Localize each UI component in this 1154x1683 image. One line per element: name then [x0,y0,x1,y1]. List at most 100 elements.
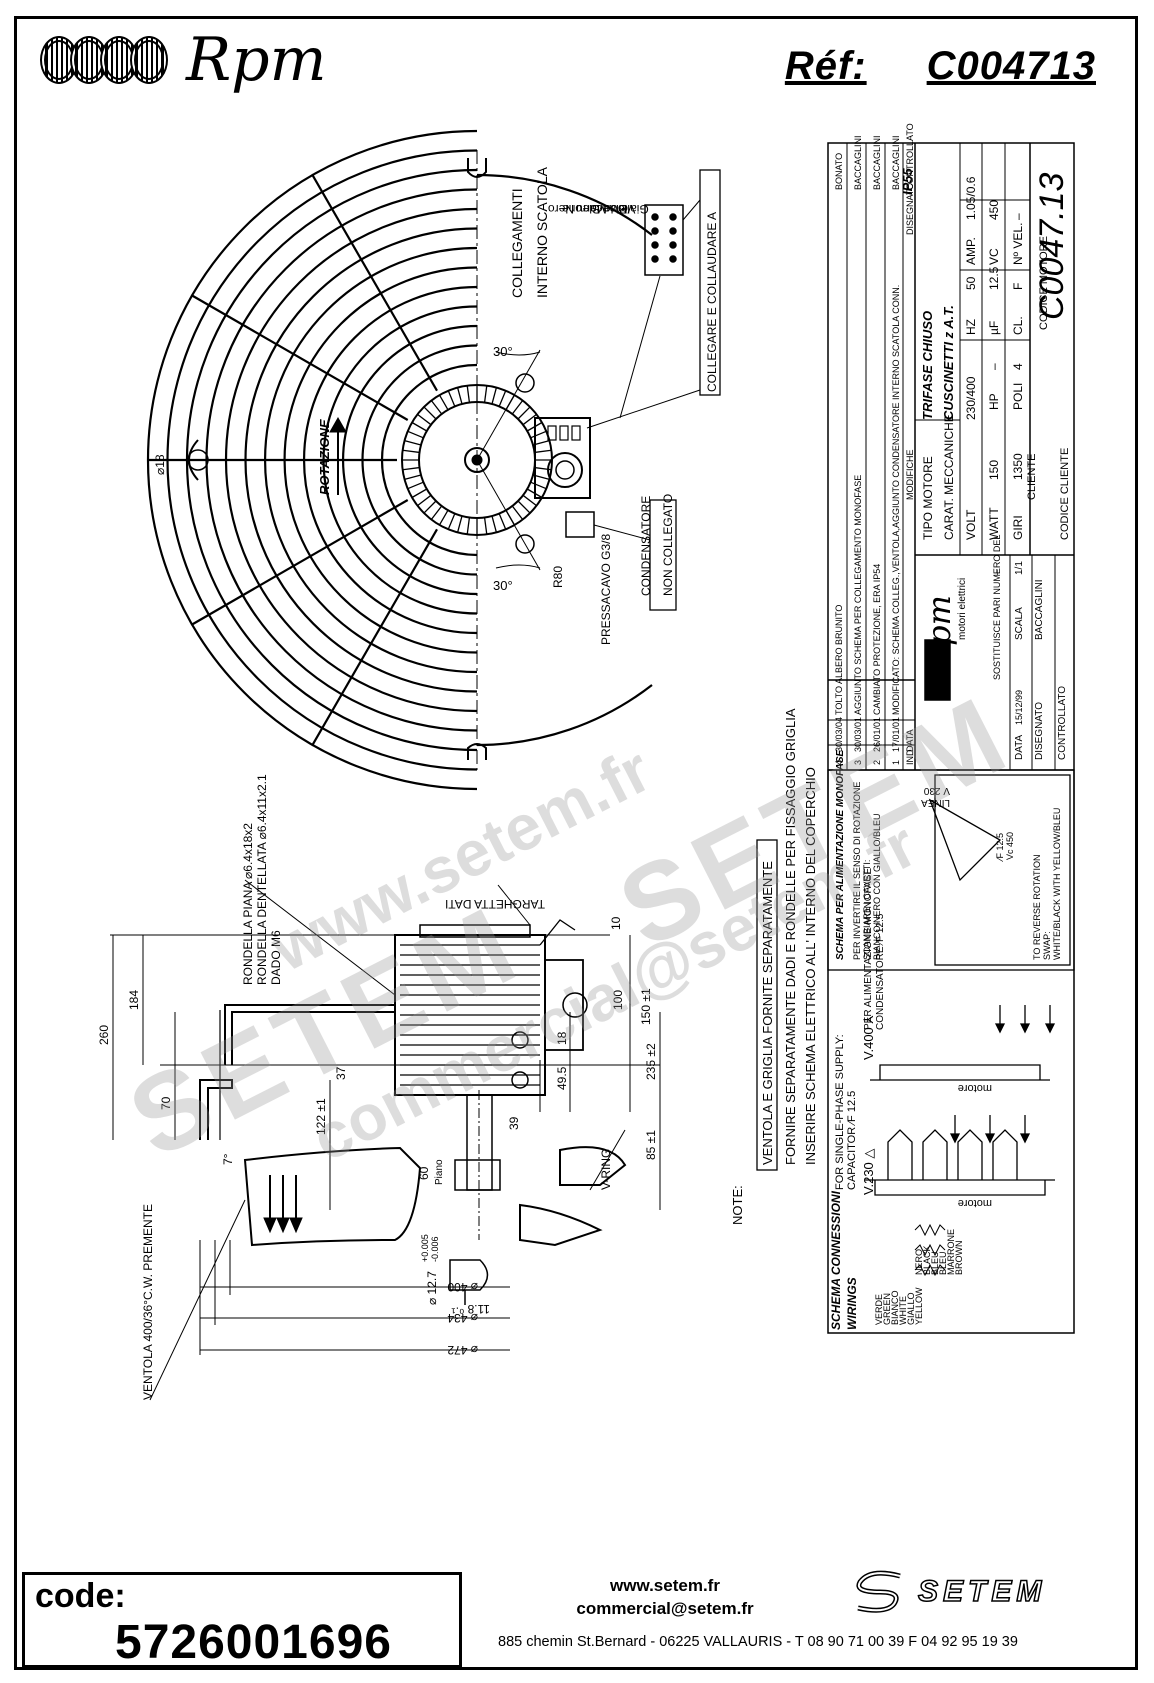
legend-en: BLEU [938,1251,948,1275]
rev-text: TOLTO ALBERO BRUNITO [834,605,844,715]
rpm-logo: Rpm [40,30,326,90]
rev-text: CAMBIATO PROTEZIONE, ERA IP54 [872,564,882,715]
legend-it: BIANCO [890,1290,900,1325]
spec-volt-label: VOLT [964,509,978,540]
spec-vc: 450 [987,200,1001,220]
rev-ind: 2 [872,760,882,765]
carat: CUSCINETTI z A.T. [941,305,956,420]
code-label: code: [35,1577,126,1615]
spec-watt: 150 [987,460,1001,480]
angle-top: 30° [493,344,513,359]
spec-hz-label: HZ [964,319,978,335]
legend-it: GIALLO [906,1292,916,1325]
wiring-title: SCHEMA CONNESSIONI [829,1190,843,1330]
dim-150: 150 ±1 [639,988,653,1025]
spec-hp: – [987,363,1001,370]
legend-en: YELLOW [914,1287,924,1325]
cap-vc: Vc 450 [1005,832,1015,860]
invert-1: PER INVERTIRE IL SENSO DI ROTAZIONE [852,782,862,960]
rondella-dentellata-label: RONDELLA DENTELLATA ⌀6.4x11x2.1 [255,774,269,985]
note-line1: VENTOLA E GRIGLIA FORNITE SEPARATAMENTE [760,861,775,1165]
hole-dia: ⌀18 [153,454,167,475]
ref-label: Réf: [784,44,867,88]
ventola-label: VENTOLA 400/36°C.W. PREMENTE [141,1204,155,1400]
spec-giri: 1350 [1011,453,1025,480]
legend-it: NERO [914,1249,924,1275]
fan-side-labels: TARGHETTA DATI RONDELLA PIANA ⌀6.4x18x2 … [97,774,658,1400]
collegamenti-subtitle: INTERNO SCATOLA [534,166,550,298]
legend-en: BROWN [954,1241,964,1276]
collegamenti-title: COLLEGAMENTI [509,188,525,298]
scala-label: SCALA [1014,607,1025,640]
notes: NOTE: VENTOLA E GRIGLIA FORNITE SEPARATA… [730,708,818,1225]
coil-icon [40,36,168,84]
footer-email[interactable]: commercial@setem.fr [576,1599,754,1618]
rev-by: BACCAGLINI [891,135,901,190]
spec-poli: 4 [1011,363,1025,370]
rotazione-label: ROTAZIONE [317,419,332,495]
linea-v: V 230 [923,785,950,796]
rev-text: MODIFICATO: SCHEMA COLLEG.,VENTOLA,AGGIU… [891,285,901,715]
note-line3: INSERIRE SCHEMA ELETTRICO ALL' INTERNO D… [803,767,818,1165]
rev-header-modifiche: MODIFICHE [905,450,915,501]
legend-it: BLEU [930,1251,940,1275]
spec-hz: 50 [964,276,978,290]
scala-value: 1/1 [1014,561,1025,575]
fan-side-view [110,879,661,1401]
r80-label: R80 [551,566,565,588]
pressacavo-label: PRESSACAVO G3/8 [599,534,613,645]
dim-70: 70 [159,1096,173,1110]
footer-website[interactable]: www.setem.fr [610,1576,720,1595]
cliente-label: CLIENTE [1026,454,1038,500]
rev-date: 30/03/01 [853,717,863,752]
wiring-diagrams [827,769,1075,1277]
tipo-motore-label: TIPO MOTORE [921,456,935,540]
invert-2: SCAMBIARE I CAVETTI: [862,860,872,960]
single-phase-2: CAPACITOR ⁄F 12.5 [846,1091,858,1190]
spec-amp-label: AMP. [964,237,978,265]
spec-volt: 230/400 [964,376,978,420]
dim-10: 10 [609,916,623,930]
targhetta-label: TARGHETTA DATI [445,897,545,911]
spec-amp: 1.05/0.6 [964,176,978,220]
wiring-title-en: WIRINGS [845,1277,859,1330]
code-value: 5726001696 [115,1616,392,1669]
wiring-text: SCHEMA CONNESSIONI WIRINGS V.230 △ V.400… [829,749,1062,1330]
footer-address: 885 chemin St.Bernard - 06225 VALLAURIS … [498,1634,1018,1650]
wire-label: Nero [548,202,574,216]
dim-39: 39 [507,1116,521,1130]
mono-schema: SCHEMA PER ALIMENTAZIONE MONOFASE [835,749,846,960]
dim-49: 49.5 [555,1066,569,1090]
rev-by: BACCAGLINI [853,135,863,190]
non-collegato-label: NON COLLEGATO [661,494,675,596]
setem-logo: SETEM [850,1568,1046,1616]
legend-en: BLACK [922,1245,932,1275]
motore-label-b: motore [958,1082,992,1094]
dim-260: 260 [97,1025,111,1045]
rev-date: 17/01/01 [891,717,901,752]
key-dim: 11.8 ⁰·¹ [451,1302,490,1316]
dado-label: DADO M6 [269,930,283,985]
cap-uf: ⁄F 12.5 [995,833,1005,862]
disegnato-value: BACCAGLINI [1034,579,1045,640]
setem-swirl-icon [856,1570,901,1613]
controllato-label: CONTROLLATO [1057,686,1068,760]
shaft-tol-a: +0.005 [420,1234,430,1262]
dia-400: ⌀ 400 [447,1280,478,1294]
spec-uf-label: µF [987,321,1001,335]
data-value: 15/12/99 [1014,690,1024,725]
rev-by: BACCAGLINI [872,135,882,190]
spec-poli-label: POLI [1011,383,1025,410]
dim-235: 235 ±2 [644,1043,658,1080]
protezione: IP55 [900,167,915,195]
dia-472: ⌀ 472 [447,1343,478,1357]
rev-text: AGGIUNTO SCHEMA PER COLLEGAMENTO MONOFAS… [853,475,863,715]
spec-nvel-label: Nº VEL. [1011,223,1025,265]
rev-ind: 3 [853,760,863,765]
rev-header-controllato: CONTROLLATO [905,123,915,190]
linea-label: LINEA [921,797,950,808]
codice-motore: C0047.13 [1033,172,1071,320]
piano-label: Piano [434,1159,445,1185]
reverse-3: WHITE/BLACK WITH YELLOW/BLEU [1052,808,1062,960]
